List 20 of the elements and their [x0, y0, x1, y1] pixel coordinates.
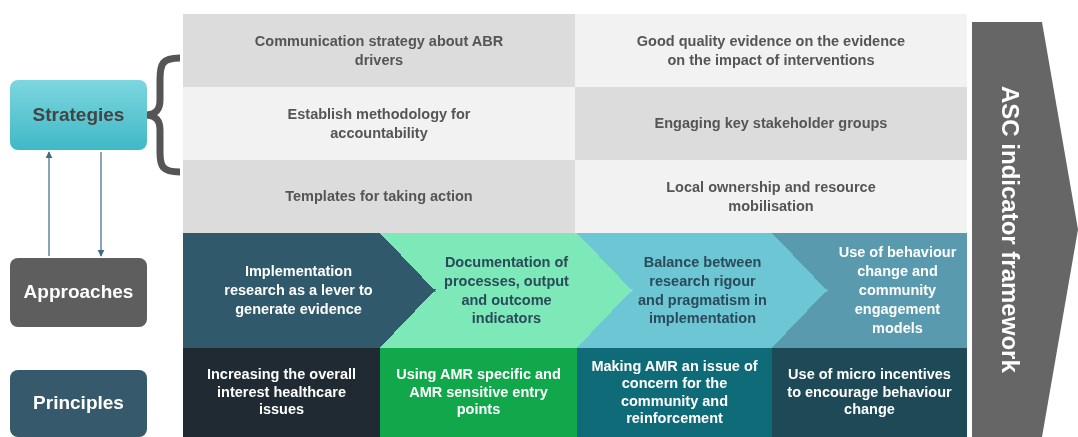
strategy-cell: Establish methodology for accountability: [183, 87, 575, 160]
principle-cell: Increasing the overall interest healthcare issues: [183, 348, 380, 437]
chevron-step: Documentation of processes, output and outcome indicators: [380, 233, 577, 348]
arrow-banner: ASC indicator framework: [972, 22, 1078, 437]
chevron-step: Use of behaviour change and community engagement models: [772, 233, 967, 348]
strategy-cell: Communication strategy about ABR drivers: [183, 14, 575, 87]
strategy-cell: Local ownership and resource mobilisation: [575, 160, 967, 233]
strategy-cell: Good quality evidence on the evidence on the impact of interventions: [575, 14, 967, 87]
principle-cell: Making AMR an issue of concern for the community and reinforcement: [577, 348, 772, 437]
principles-box: Principles: [10, 370, 147, 437]
strategies-box: Strategies: [10, 80, 147, 150]
strategy-cell: Engaging key stakeholder groups: [575, 87, 967, 160]
principle-cell: Use of micro incentives to encourage behaviour change: [772, 348, 967, 437]
chevron-step: Balance between research rigour and pragmatism in implementation: [577, 233, 772, 348]
chevron-step: Implementation research as a lever to generate evidence: [183, 233, 380, 348]
principle-cell: Using AMR specific and AMR sensitive entry points: [380, 348, 577, 437]
arrow: [45, 151, 53, 257]
approaches-box: Approaches: [10, 258, 147, 327]
strategy-cell: Templates for taking action: [183, 160, 575, 233]
arrow: [97, 151, 105, 257]
